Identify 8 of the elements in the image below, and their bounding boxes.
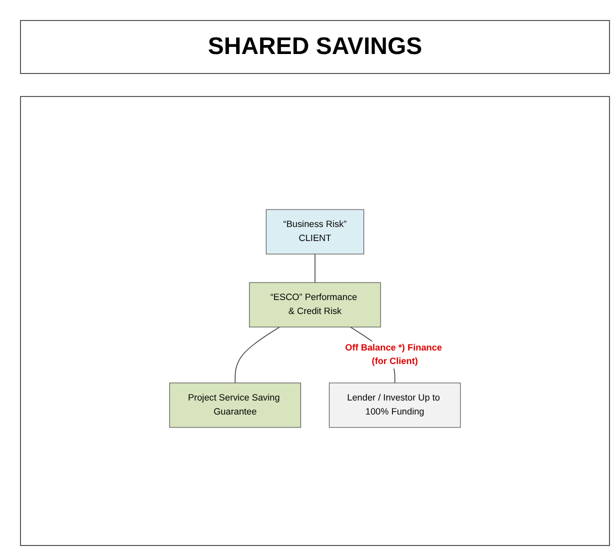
- node-box: [169, 382, 302, 428]
- node-box: [249, 282, 381, 328]
- node-box: [266, 209, 364, 254]
- connector: [314, 254, 316, 283]
- diagram-frame: Off Balance *) Finance (for Client) “Business Risk” CLIENT “ESCO” Performance & Credit Risk Project Service Saving Guarantee Lender / Investor Up to 100% Funding: [20, 96, 610, 546]
- title-heading: SHARED SAVINGS: [20, 20, 610, 74]
- node-box: [328, 382, 461, 428]
- connector: [234, 326, 280, 384]
